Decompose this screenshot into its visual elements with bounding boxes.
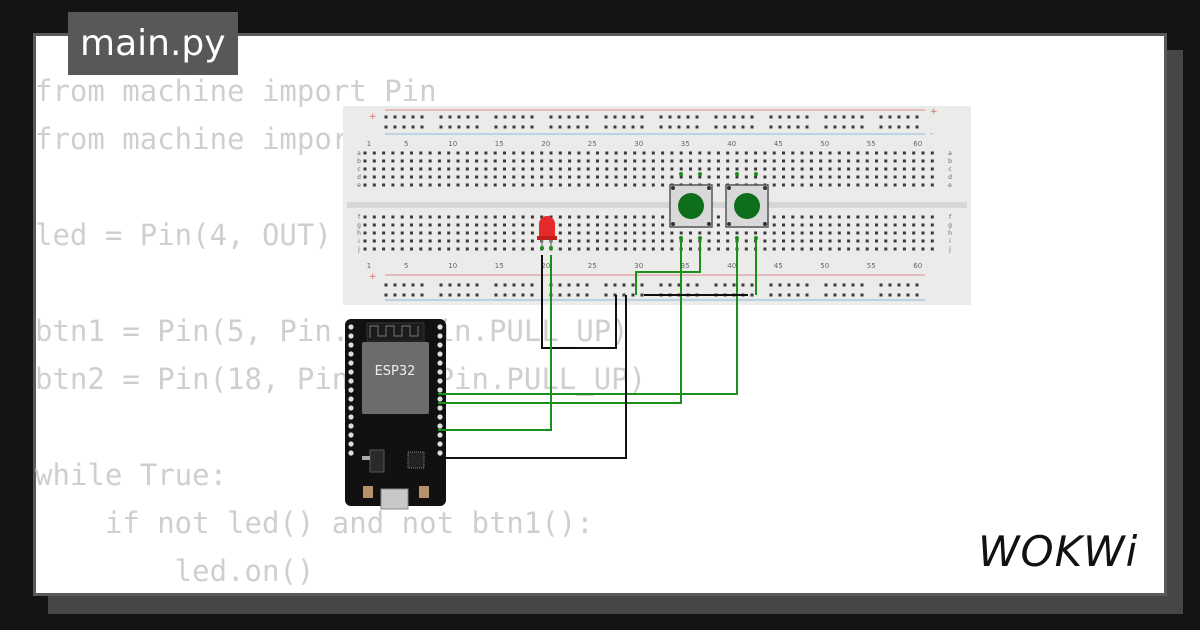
column-number: 15 <box>495 262 504 270</box>
rail-plus-label-top-right: + <box>930 107 938 117</box>
row-letter: f <box>949 214 952 221</box>
esp32-pins <box>348 324 443 456</box>
column-number: 10 <box>448 140 457 148</box>
row-letter: b <box>357 158 361 165</box>
column-number: 5 <box>404 262 408 270</box>
esp32-module <box>362 342 429 414</box>
column-number: 55 <box>867 140 876 148</box>
file-tab-main[interactable]: main.py <box>68 12 238 75</box>
column-number: 60 <box>913 262 922 270</box>
code-line: while True: <box>35 458 228 492</box>
wire-gnd-esp <box>438 295 627 459</box>
rail-plus-label-bottom: + <box>369 272 377 282</box>
rail-plus-label-top: + <box>369 112 377 122</box>
push-button-1[interactable] <box>669 172 713 240</box>
esp32-label: ESP32 <box>375 364 416 379</box>
column-number: 35 <box>681 262 690 270</box>
code-line: from machine import Pin <box>35 74 437 108</box>
usb-port <box>380 488 409 510</box>
row-letter: i <box>949 238 951 245</box>
rail-minus-label-top: - <box>930 129 933 139</box>
row-letter: g <box>357 222 361 229</box>
column-number-labels: 1155101015152020252530303535404045455050… <box>367 140 922 270</box>
column-number: 40 <box>727 262 736 270</box>
row-letter: i <box>358 238 360 245</box>
row-letter: c <box>357 166 360 173</box>
row-letter: j <box>948 246 951 253</box>
esp32-board[interactable]: ESP32 <box>345 319 446 510</box>
wires <box>438 240 757 459</box>
code-line: if not led() and not btn1(): <box>35 506 594 540</box>
column-number: 35 <box>681 140 690 148</box>
row-letter: f <box>358 214 361 221</box>
column-number: 45 <box>774 262 783 270</box>
column-number: 1 <box>367 262 371 270</box>
column-number: 25 <box>588 262 597 270</box>
row-letter: h <box>357 230 361 237</box>
column-number: 45 <box>774 140 783 148</box>
row-letter: g <box>948 222 952 229</box>
column-number: 15 <box>495 140 504 148</box>
column-number: 40 <box>727 140 736 148</box>
wire-btn2-gpio <box>438 240 738 395</box>
row-letter: h <box>948 230 952 237</box>
push-button-2[interactable] <box>725 172 769 240</box>
wire-led-gpio <box>438 255 552 431</box>
column-number: 20 <box>541 140 550 148</box>
wokwi-logo: WOKWi <box>978 527 1139 576</box>
breadboard-center-channel <box>347 202 967 208</box>
row-letter: e <box>948 182 952 189</box>
column-number: 30 <box>634 262 643 270</box>
column-number: 50 <box>820 140 829 148</box>
row-letter: e <box>357 182 361 189</box>
column-number: 5 <box>404 140 408 148</box>
code-line: led = Pin(4, OUT) <box>35 218 332 252</box>
column-number: 20 <box>541 262 550 270</box>
row-letter: b <box>948 158 952 165</box>
row-letter: c <box>948 166 951 173</box>
column-number: 25 <box>588 140 597 148</box>
row-letter: d <box>357 174 361 181</box>
red-led[interactable] <box>537 216 557 250</box>
column-number: 1 <box>367 140 371 148</box>
row-letter: a <box>948 150 952 157</box>
column-number: 50 <box>820 262 829 270</box>
wire-btn1 <box>635 240 701 295</box>
wire-gnd-led <box>541 255 617 349</box>
row-letter: d <box>948 174 952 181</box>
code-line: led.on() <box>35 554 315 588</box>
column-number: 60 <box>913 140 922 148</box>
row-letter: j <box>357 246 360 253</box>
column-number: 55 <box>867 262 876 270</box>
column-number: 10 <box>448 262 457 270</box>
row-letter: a <box>357 150 361 157</box>
column-number: 30 <box>634 140 643 148</box>
